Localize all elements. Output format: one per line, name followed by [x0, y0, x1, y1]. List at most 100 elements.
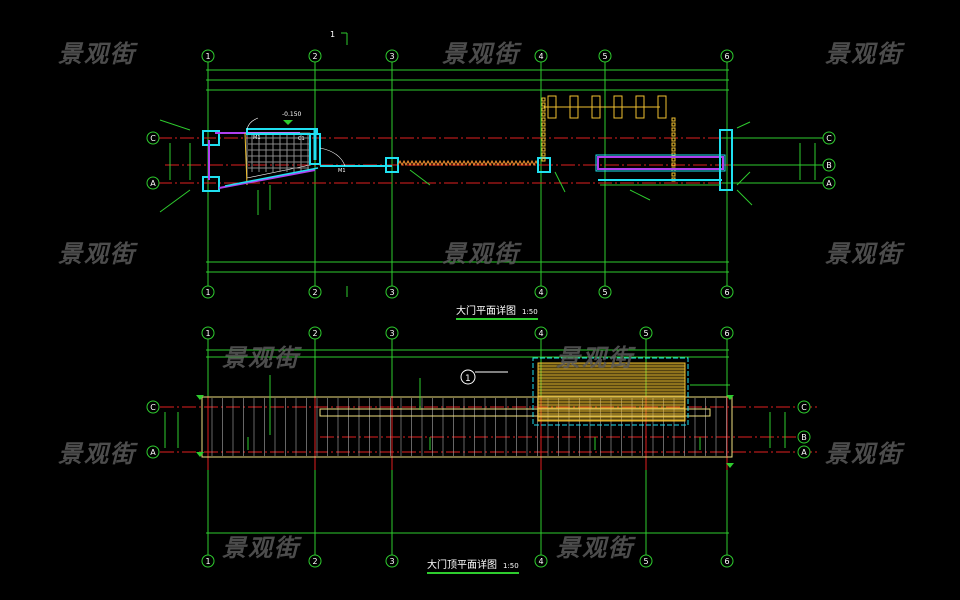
axis-top-6-label: 6	[724, 52, 729, 61]
axis-top-4-label: 4	[538, 52, 543, 61]
detail-mark-label: 1	[465, 374, 471, 384]
row-left-C-label: C	[150, 134, 156, 143]
pergola-post-dot	[671, 142, 676, 147]
roof-axis-top-6-bubble	[720, 326, 734, 340]
elevation-marker	[283, 120, 293, 125]
section-mark-top: 1	[330, 30, 335, 39]
plan-scale: 1:50	[522, 308, 538, 316]
leader-line	[409, 169, 431, 186]
axis-top-5-label: 5	[602, 52, 607, 61]
watermark: 景观街	[556, 534, 634, 562]
column-a1	[202, 176, 220, 192]
tag-c1: C1	[298, 136, 305, 142]
roof-row-left-C-bubble	[146, 400, 160, 414]
skylight-outline	[532, 357, 689, 426]
row-left-A-label: A	[150, 179, 156, 188]
pergola-post-dot	[541, 107, 546, 112]
row-right-C-bubble	[822, 131, 836, 145]
roof-row-right-A-bubble	[797, 445, 811, 459]
roof-row-right-C-bubble	[797, 400, 811, 414]
axis-top-3-bubble	[385, 49, 399, 63]
roof-axis-top-4-label: 4	[538, 329, 543, 338]
pergola-post-dot	[541, 152, 546, 157]
level-marker	[196, 452, 204, 457]
roof-axis-top-3-bubble	[385, 326, 399, 340]
pergola-post-dot	[671, 127, 676, 132]
axis-bottom-4-label: 4	[538, 288, 543, 297]
roof-axis-top-1-bubble	[201, 326, 215, 340]
pergola-post-dot	[671, 132, 676, 137]
axis-top-2-label: 2	[312, 52, 317, 61]
axis-bottom-2-label: 2	[312, 288, 317, 297]
axis-top-1-label: 1	[205, 52, 210, 61]
watermark: 景观街	[825, 440, 903, 468]
watermark: 景观街	[442, 240, 520, 268]
detail-mark-circle	[460, 369, 476, 385]
roof-axis-bottom-5-bubble	[639, 554, 653, 568]
axis-bottom-1-bubble	[201, 285, 215, 299]
axis-top-5-bubble	[598, 49, 612, 63]
column-c2	[309, 133, 321, 165]
roof-ridge	[319, 408, 711, 417]
pergola-post-dot	[671, 172, 676, 177]
watermark: 景观街	[825, 40, 903, 68]
watermark: 景观街	[58, 40, 136, 68]
leader-line	[629, 189, 651, 201]
leader-line	[736, 189, 753, 206]
pergola-post-dot	[671, 117, 676, 122]
roof-axis-bottom-5-label: 5	[643, 557, 648, 566]
axis-bottom-4-bubble	[534, 285, 548, 299]
axis-top-6-bubble	[720, 49, 734, 63]
beam-top	[246, 128, 318, 135]
axis-bottom-1-label: 1	[205, 288, 210, 297]
roof-axis-top-5-bubble	[639, 326, 653, 340]
leader-line	[736, 171, 751, 186]
roof-axis-top-2-bubble	[308, 326, 322, 340]
roof-row-right-B-bubble	[797, 430, 811, 444]
axis-bottom-5-label: 5	[602, 288, 607, 297]
roof-axis-bottom-1-label: 1	[205, 557, 210, 566]
roof-axis-bottom-2-bubble	[308, 554, 322, 568]
roof-plan-scale: 1:50	[503, 562, 519, 570]
bench	[597, 156, 724, 170]
pergola-post-dot	[671, 157, 676, 162]
wood-edge	[244, 132, 248, 186]
watermark: 景观街	[58, 240, 136, 268]
row-right-C-label: C	[826, 134, 832, 143]
pergola-post-dot	[671, 137, 676, 142]
pergola-post-dot	[541, 157, 546, 162]
pergola-post-dot	[541, 132, 546, 137]
door-swing	[319, 147, 346, 167]
pergola-post-dot	[541, 97, 546, 102]
watermark: 景观街	[222, 534, 300, 562]
row-right-A-label: A	[826, 179, 832, 188]
roof-row-right-C-label: C	[801, 403, 807, 412]
roof-axis-bottom-1-bubble	[201, 554, 215, 568]
leader-line	[159, 189, 191, 213]
leader-line	[554, 171, 566, 193]
pergola-post-dot	[541, 137, 546, 142]
column-c1	[202, 130, 220, 146]
roof-axis-bottom-4-label: 4	[538, 557, 543, 566]
roof-axis-bottom-3-bubble	[385, 554, 399, 568]
axis-top-1-bubble	[201, 49, 215, 63]
axis-bottom-2-bubble	[308, 285, 322, 299]
roof-row-left-C-label: C	[150, 403, 156, 412]
roof-axis-bottom-6-label: 6	[724, 557, 729, 566]
pergola-post-dot	[541, 127, 546, 132]
pergola-post-dot	[671, 162, 676, 167]
wall-slant	[218, 169, 316, 189]
roof-axis-bottom-4-bubble	[534, 554, 548, 568]
roof-axis-bottom-2-label: 2	[312, 557, 317, 566]
zigzag-fence	[397, 159, 539, 167]
watermark: 景观街	[222, 344, 300, 372]
axis-top-3-label: 3	[389, 52, 394, 61]
roof-row-right-A-label: A	[801, 448, 807, 457]
roof-axis-top-6-label: 6	[724, 329, 729, 338]
pergola-post-dot	[541, 117, 546, 122]
roof-axis-top-2-label: 2	[312, 329, 317, 338]
roof-axis-top-5-label: 5	[643, 329, 648, 338]
